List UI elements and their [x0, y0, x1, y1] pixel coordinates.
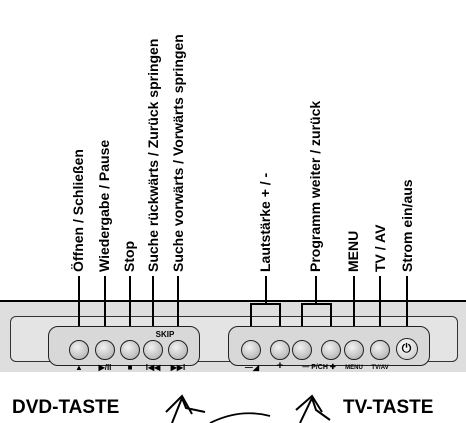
leader-volume-bar: [250, 303, 280, 305]
volume-down-icon: —◢: [244, 363, 260, 372]
menu-caption: MENU: [345, 365, 363, 371]
volume-up-icon: +: [276, 360, 284, 372]
skip-caption: SKIP: [155, 330, 175, 339]
label-power: Strom ein/aus: [399, 179, 415, 272]
label-eject: Öffnen / Schließen: [70, 149, 86, 272]
leader-skip-back: [152, 276, 154, 334]
leader-volume-stem: [265, 276, 267, 304]
label-skip-forward: Suche vorwärts / Vorwärts springen: [170, 34, 186, 272]
skip-forward-icon: ▶▶I: [170, 363, 186, 372]
leader-program-left: [301, 303, 303, 334]
tv-caption: TV-TASTE: [343, 397, 434, 418]
power-icon: ⏻: [401, 341, 412, 355]
stop-button[interactable]: [120, 340, 140, 360]
eject-button[interactable]: [69, 340, 89, 360]
skip-back-button[interactable]: [143, 340, 163, 360]
power-button[interactable]: ⏻: [396, 338, 418, 360]
leader-menu: [353, 276, 355, 334]
leader-volume-right: [279, 303, 281, 334]
stop-icon: ■: [127, 363, 133, 372]
menu-button[interactable]: [344, 340, 364, 360]
label-play-pause: Wiedergabe / Pause: [96, 139, 112, 272]
volume-down-button[interactable]: [241, 340, 261, 360]
right-pointer-arrow-icon: [299, 395, 331, 423]
pch-icon: — P/CH ✚: [302, 364, 336, 371]
label-skip-back: Suche rückwärts / Zurück springen: [145, 38, 161, 272]
label-program: Programm weiter / zurück: [307, 100, 323, 272]
label-menu: MENU: [345, 230, 361, 272]
leader-power: [406, 276, 408, 334]
program-up-button[interactable]: [321, 340, 341, 360]
leader-program-right: [330, 303, 332, 334]
dvd-caption: DVD-TASTE: [12, 397, 120, 418]
tv-av-caption: TV/AV: [371, 365, 389, 371]
left-pointer-arrow-head-icon: [165, 394, 193, 415]
leader-program-stem: [315, 276, 317, 304]
leader-play: [104, 276, 106, 334]
play-pause-icon: ▶/II: [98, 363, 112, 372]
label-volume: Lautstärke + / -: [257, 172, 273, 272]
leader-stop: [129, 276, 131, 334]
skip-forward-button[interactable]: [168, 340, 188, 360]
eject-icon: ▲: [75, 363, 83, 372]
left-pointer-arrow-icon: [171, 395, 206, 423]
leader-volume-left: [250, 303, 252, 334]
leader-tv-av: [379, 276, 381, 334]
skip-back-icon: I◀◀: [145, 363, 161, 372]
play-pause-button[interactable]: [95, 340, 115, 360]
leader-eject: [78, 276, 80, 334]
leader-skip-forward: [177, 276, 179, 334]
label-stop: Stop: [121, 240, 137, 272]
volume-up-button[interactable]: [270, 340, 290, 360]
right-pointer-arrow-head-icon: [295, 394, 323, 413]
center-curve: [209, 412, 271, 423]
leader-program-bar: [301, 303, 331, 305]
program-down-button[interactable]: [292, 340, 312, 360]
tv-av-button[interactable]: [370, 340, 390, 360]
label-tv-av: TV / AV: [372, 224, 388, 272]
